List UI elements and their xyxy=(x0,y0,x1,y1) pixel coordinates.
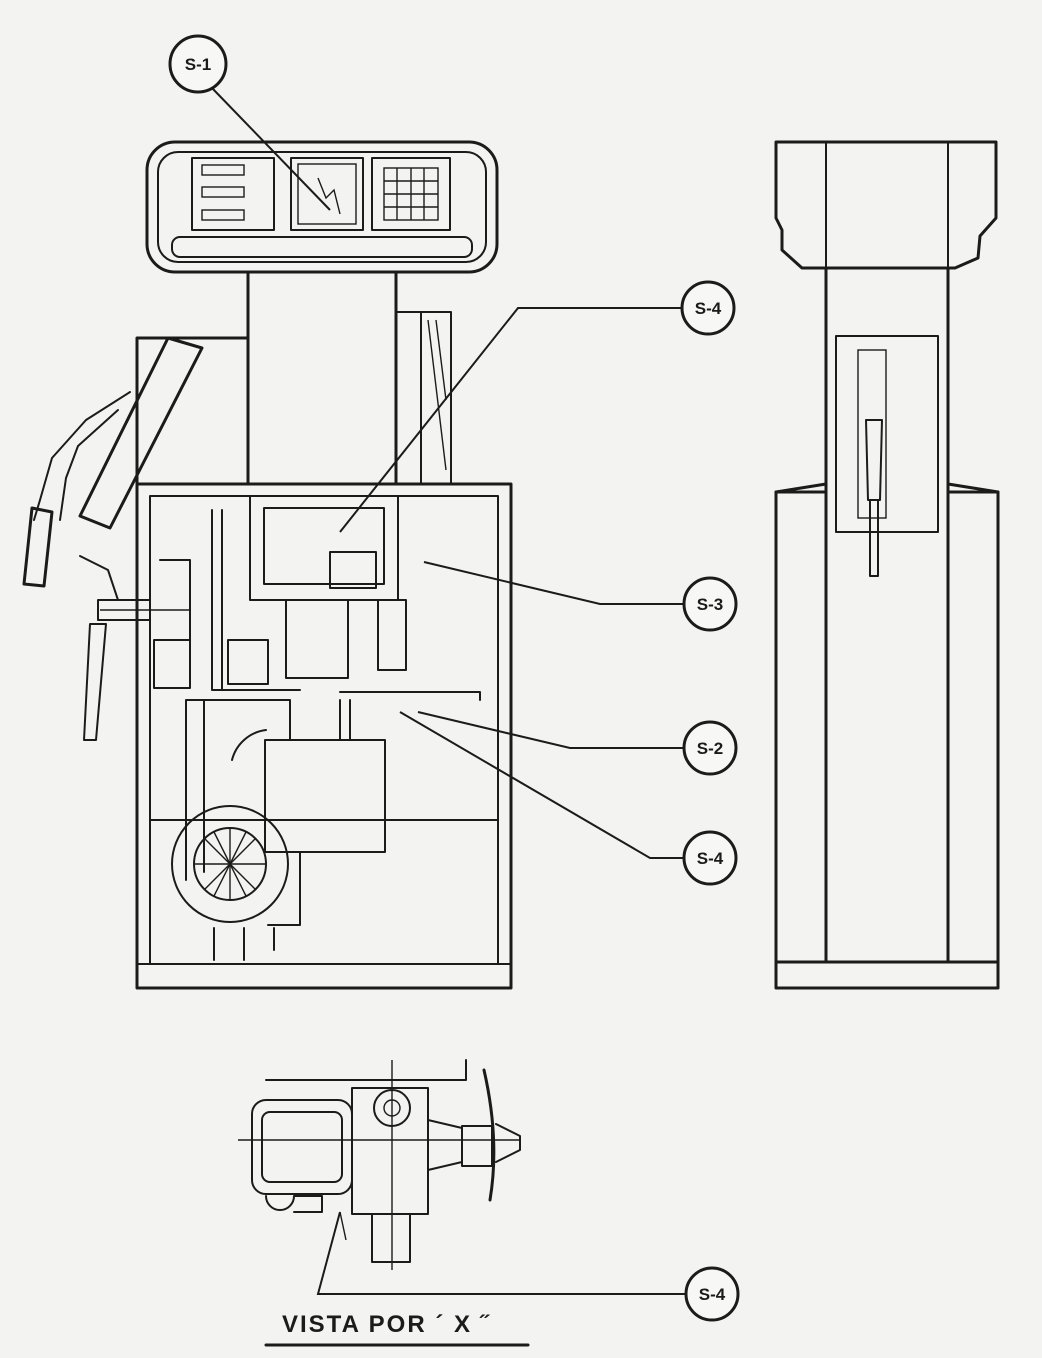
motor-fan xyxy=(171,805,301,961)
pump-cabinet xyxy=(83,482,513,990)
callout-s4-top: S-4 xyxy=(680,280,736,336)
callout-s2: S-2 xyxy=(682,720,738,776)
display-head xyxy=(145,140,499,274)
callout-s1-label: S-1 xyxy=(185,55,211,74)
view-x-detail xyxy=(238,1059,521,1270)
keypad-grid xyxy=(383,167,439,221)
view-caption: VISTA POR ´ X ˝ xyxy=(264,1311,530,1347)
callout-s3-label: S-3 xyxy=(697,595,723,614)
caption-text: VISTA POR ´ X ˝ xyxy=(282,1311,491,1338)
pump-column xyxy=(246,270,452,486)
callout-s4-bottom: S-4 xyxy=(684,1266,740,1322)
leader-lines xyxy=(211,87,686,1295)
callout-s4-top-label: S-4 xyxy=(695,299,722,318)
nozzle-holder xyxy=(22,336,250,601)
callout-s4-mid-label: S-4 xyxy=(697,849,724,868)
callout-s4-mid: S-4 xyxy=(682,830,738,886)
callout-s4-bottom-label: S-4 xyxy=(699,1285,726,1304)
callout-s2-label: S-2 xyxy=(697,739,723,758)
callout-s1: S-1 xyxy=(168,34,228,94)
side-view xyxy=(774,140,1000,990)
callout-s3: S-3 xyxy=(682,576,738,632)
front-view xyxy=(22,140,513,990)
